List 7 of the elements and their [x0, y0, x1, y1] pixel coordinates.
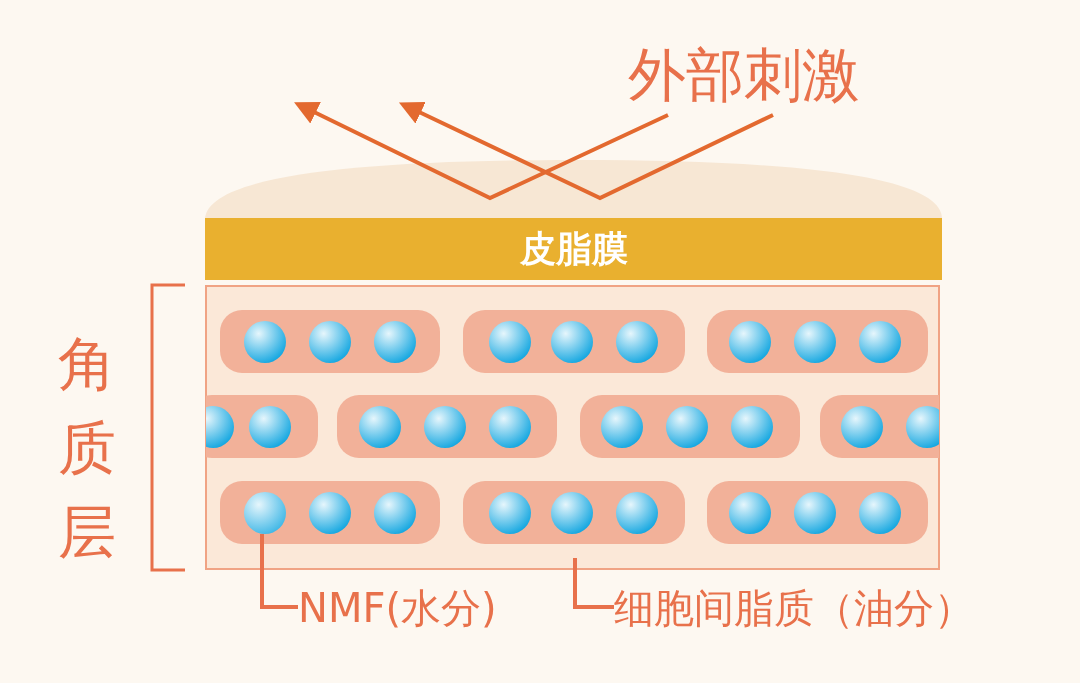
callout-text: 细胞间脂质（油分）: [614, 583, 999, 633]
layer-label: 角质层: [57, 329, 117, 568]
sebum-film-band: 皮脂膜: [205, 218, 942, 280]
leader-line: [260, 534, 298, 609]
stimulus-label: 外部刺激: [628, 40, 860, 110]
leader-line: [573, 558, 614, 609]
callout-text: NMF(水分): [298, 583, 538, 633]
